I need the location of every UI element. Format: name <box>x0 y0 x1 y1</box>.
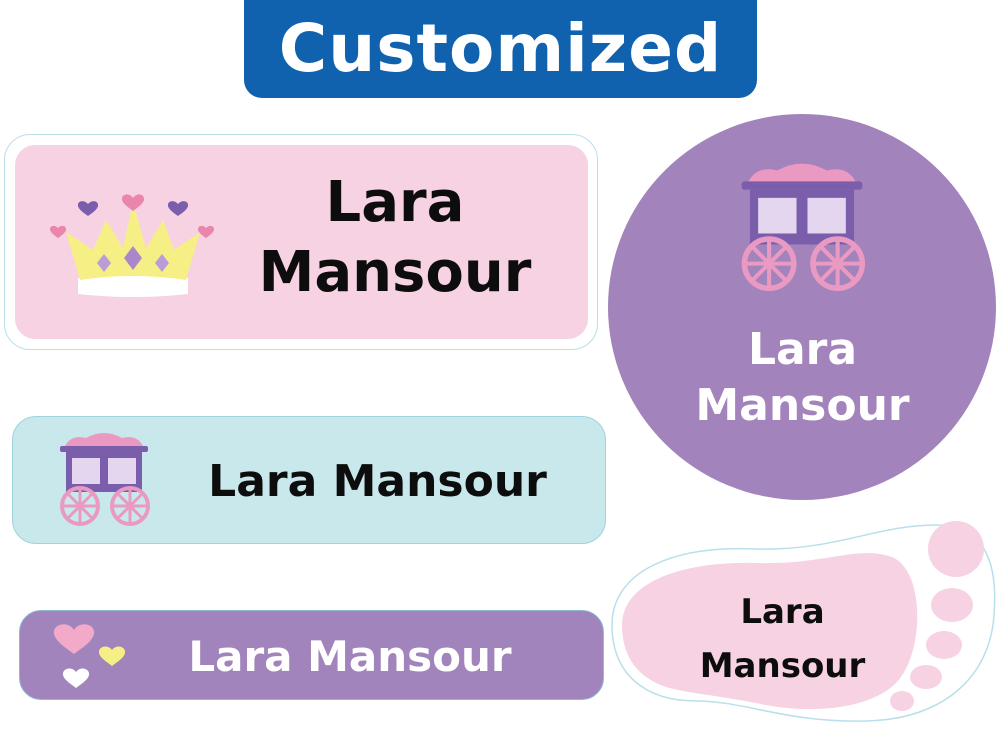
label-name-text: Lara Mansour <box>699 592 866 686</box>
banner-title: Customized <box>278 10 723 87</box>
label-name-text: Lara Mansour <box>258 170 532 305</box>
label-name-text: Lara Mansour <box>208 456 547 507</box>
customized-banner: Customized <box>244 0 757 98</box>
foot-shape-label <box>611 521 996 722</box>
crown-icon <box>49 194 215 297</box>
label-name-text: Lara Mansour <box>695 324 910 431</box>
hearts-icon <box>53 624 126 688</box>
label-outline-pink <box>4 134 598 350</box>
carriage-icon <box>60 433 150 526</box>
carriage-icon <box>741 163 866 292</box>
label-name-text: Lara Mansour <box>188 632 512 681</box>
